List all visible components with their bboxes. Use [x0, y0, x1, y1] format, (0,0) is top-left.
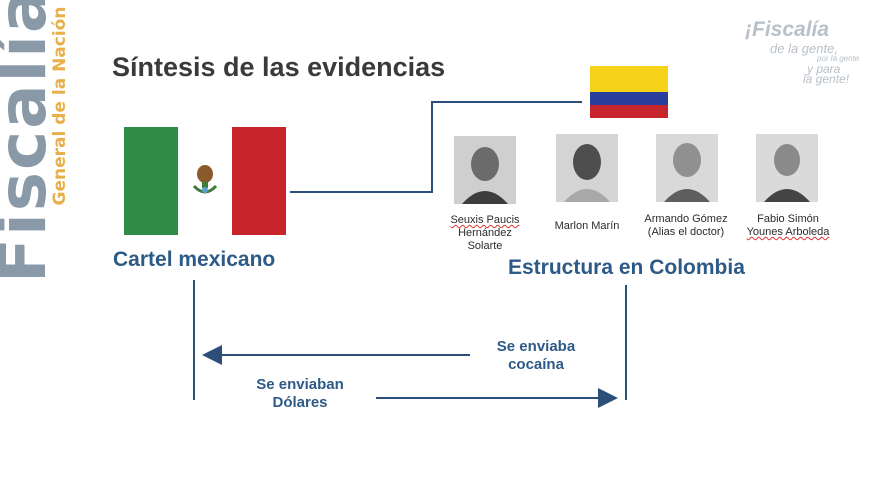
dollars-flow-label: Se enviaban Dólares — [240, 376, 360, 412]
person-2-name-line1: Marlon Marín — [554, 220, 620, 232]
person-4-name-line2: Younes Arboleda — [746, 226, 830, 238]
person-photo-4 — [756, 134, 818, 202]
person-3-name-line1: Armando Gómez — [644, 213, 728, 225]
person-name-3: Armando Gómez (Alias el doctor) — [636, 213, 736, 239]
person-3-name-line2: (Alias el doctor) — [647, 226, 725, 238]
person-1-name-line2: Hernández — [458, 227, 512, 239]
person-name-2: Marlon Marín — [542, 220, 632, 233]
fiscalia-top-logo: ¡Fiscalía de la gente, por la gente y pa… — [745, 18, 865, 88]
person-name-4: Fabio Simón Younes Arboleda — [738, 213, 838, 239]
person-photo-2 — [556, 134, 618, 202]
person-photo-3 — [656, 134, 718, 202]
cocaine-flow-line1: Se enviaba — [496, 338, 576, 355]
cocaine-flow-line2: cocaína — [508, 356, 564, 373]
top-logo-line5: la gente! — [803, 72, 850, 86]
top-logo-line3: por la gente — [817, 54, 860, 63]
person-1-name-line1: Seuxis Paucis — [450, 214, 520, 226]
dollars-flow-line1: Se enviaban — [256, 376, 344, 393]
top-logo-line1: ¡Fiscalía — [745, 18, 830, 41]
cocaine-flow-label: Se enviaba cocaína — [476, 338, 596, 374]
person-name-1: Seuxis Paucis Hernández Solarte — [440, 214, 530, 253]
top-logo-line2: de la gente, — [770, 41, 838, 56]
mexico-flag — [124, 127, 286, 235]
dollars-flow-line2: Dólares — [272, 394, 328, 411]
cartel-mexicano-label: Cartel mexicano — [113, 248, 276, 271]
colombia-flag — [590, 66, 668, 118]
person-photo-1 — [454, 136, 516, 204]
person-4-name-line1: Fabio Simón — [757, 213, 819, 225]
top-logo-line4: y para — [807, 62, 841, 76]
slide-title: Síntesis de las evidencias — [112, 52, 446, 82]
mexico-colombia-connector — [290, 101, 582, 193]
estructura-colombia-label: Estructura en Colombia — [508, 256, 745, 279]
mexican-eagle-icon — [192, 165, 218, 194]
person-1-name-line3: Solarte — [467, 240, 503, 252]
